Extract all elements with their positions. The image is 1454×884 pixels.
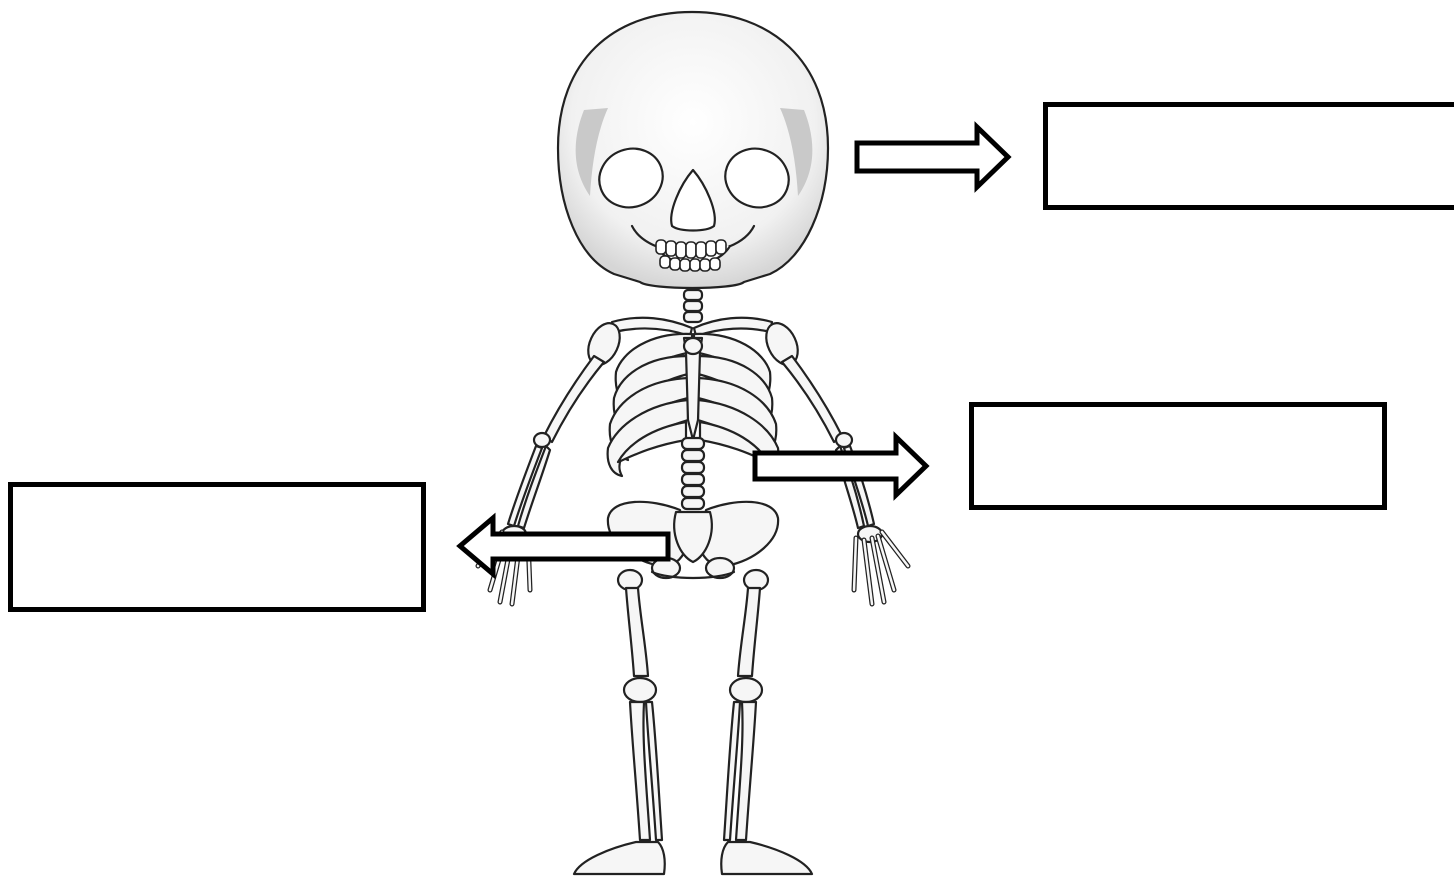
label-box-ribcage[interactable]: [969, 402, 1387, 510]
label-box-pelvis[interactable]: [8, 482, 426, 612]
arrow-to-skull: [857, 127, 1008, 187]
label-box-skull[interactable]: [1043, 102, 1454, 210]
spine: [682, 438, 704, 509]
skull: [558, 12, 828, 288]
left-leg: [574, 570, 665, 874]
neck-vertebrae: [684, 290, 702, 322]
right-leg: [721, 570, 812, 874]
